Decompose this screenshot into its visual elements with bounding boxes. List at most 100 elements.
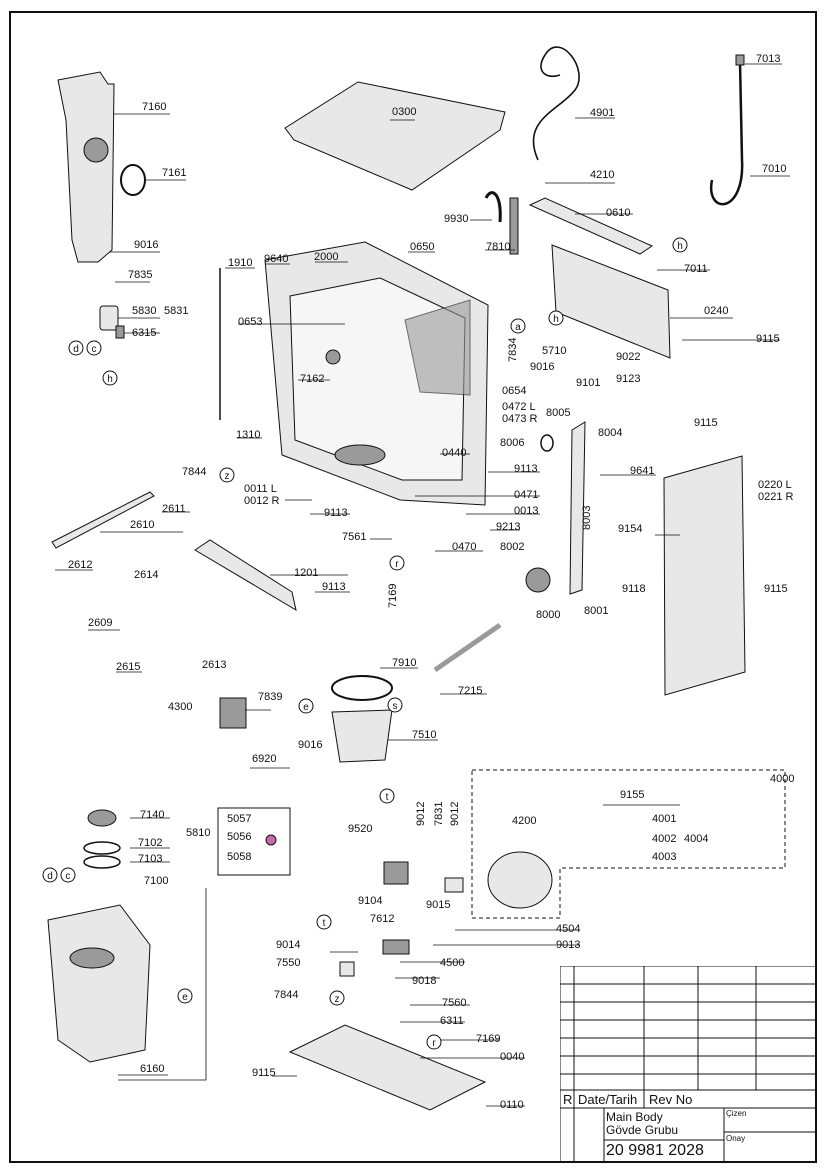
callout-5056: 5056 <box>227 831 251 843</box>
callout-9113c: 9113 <box>322 581 346 593</box>
callout-0472: 0472 L <box>502 401 536 413</box>
callout-9014: 9014 <box>276 939 300 951</box>
ref-marker-circle <box>219 467 235 483</box>
part-8000-shape <box>525 567 551 593</box>
callout-6315: 6315 <box>132 327 156 339</box>
ref-marker-e2: e <box>177 988 193 1004</box>
callout-4004: 4004 <box>684 833 708 845</box>
callout-0110: 0110 <box>500 1099 524 1111</box>
part-7810-shape <box>509 197 519 255</box>
ref-marker-circle <box>548 310 564 326</box>
callout-4000: 4000 <box>770 773 794 785</box>
callout-7010: 7010 <box>762 163 786 175</box>
ref-marker-letter: h <box>553 314 559 325</box>
part-7162-shape <box>325 349 341 365</box>
part-2610-rail <box>51 491 155 549</box>
callout-7839: 7839 <box>258 691 282 703</box>
part-1201-plinth <box>194 539 297 612</box>
callout-7561: 7561 <box>342 531 366 543</box>
part-shapes <box>47 46 746 1111</box>
ref-marker-circle <box>510 318 526 334</box>
ref-marker-letter: t <box>386 792 389 803</box>
callout-7161: 7161 <box>162 167 186 179</box>
callout-5058: 5058 <box>227 851 251 863</box>
callout-5830: 5830 <box>132 305 156 317</box>
group-outlines <box>217 769 786 919</box>
part-7161-ring <box>120 164 146 196</box>
callout-7100: 7100 <box>144 875 168 887</box>
callout-7169b: 7169 <box>476 1033 500 1045</box>
callout-7844b: 7844 <box>274 989 298 1001</box>
callout-0440: 0440 <box>442 447 466 459</box>
part-7160-port <box>83 137 109 163</box>
ref-marker-h3: h <box>548 310 564 326</box>
ref-marker-circle <box>387 697 403 713</box>
ref-marker-r1: r <box>389 555 405 571</box>
callout-7835: 7835 <box>128 269 152 281</box>
part-4000-motor <box>487 851 553 909</box>
ref-marker-letter: r <box>432 1038 436 1049</box>
callout-4001: 4001 <box>652 813 676 825</box>
ref-marker-letter: z <box>335 994 340 1005</box>
callout-7810: 7810 <box>486 241 510 253</box>
callout-9013: 9013 <box>556 939 580 951</box>
ref-marker-circle <box>329 990 345 1006</box>
callout-9018: 9018 <box>412 975 436 987</box>
callout-7215: 7215 <box>458 685 482 697</box>
ref-marker-a1: a <box>510 318 526 334</box>
part-7612-shape <box>383 861 409 885</box>
ref-marker-z1: z <box>219 467 235 483</box>
callout-2612: 2612 <box>68 559 92 571</box>
ref-marker-letter: c <box>66 871 71 882</box>
part-7510-sump <box>331 709 393 763</box>
callout-7834: 7834 <box>507 338 519 362</box>
ref-marker-letter: e <box>303 702 309 713</box>
callout-7140: 7140 <box>140 809 164 821</box>
callout-9115c: 9115 <box>764 583 788 595</box>
callout-9012b: 9012 <box>449 802 461 826</box>
ref-marker-circle <box>68 340 84 356</box>
approved-label: Onay <box>726 1134 746 1143</box>
callout-9641: 9641 <box>630 465 654 477</box>
ref-marker-circle <box>389 555 405 571</box>
ref-marker-letter: s <box>393 701 398 712</box>
part-0300-shape <box>284 81 506 191</box>
ref-marker-circle <box>177 988 193 1004</box>
ref-marker-circle <box>102 370 118 386</box>
callout-0470: 0470 <box>452 541 476 553</box>
ref-marker-circle <box>86 340 102 356</box>
ref-marker-circle <box>42 867 58 883</box>
callout-8003: 8003 <box>581 506 593 530</box>
part-7103-ring <box>83 855 121 869</box>
part-7215-hose <box>433 622 502 673</box>
part-6315-shape <box>115 325 125 339</box>
part-9018-shape <box>382 939 410 955</box>
callout-6920: 6920 <box>252 753 276 765</box>
ref-marker-t1: t <box>379 788 395 804</box>
part-7100-tank <box>47 904 151 1063</box>
callout-5710: 5710 <box>542 345 566 357</box>
callout-9016a: 9016 <box>134 239 158 251</box>
callout-8005: 8005 <box>546 407 570 419</box>
callout-7011: 7011 <box>684 263 708 275</box>
ref-marker-circle <box>379 788 395 804</box>
callout-9930: 9930 <box>444 213 468 225</box>
callout-7103: 7103 <box>138 853 162 865</box>
ref-marker-circle <box>298 698 314 714</box>
callout-9123: 9123 <box>616 373 640 385</box>
callout-2613: 2613 <box>202 659 226 671</box>
callout-9012a: 9012 <box>415 802 427 826</box>
part-5830-shape <box>99 305 119 331</box>
callout-1310: 1310 <box>236 429 260 441</box>
drawn-label: Çizen <box>726 1109 747 1118</box>
part-4901-cable <box>532 46 580 161</box>
callout-2614: 2614 <box>134 569 158 581</box>
ref-marker-letter: h <box>677 241 683 252</box>
callout-8004: 8004 <box>598 427 622 439</box>
sheet-border <box>9 11 817 1163</box>
ref-marker-z2: z <box>329 990 345 1006</box>
callout-7550: 7550 <box>276 957 300 969</box>
